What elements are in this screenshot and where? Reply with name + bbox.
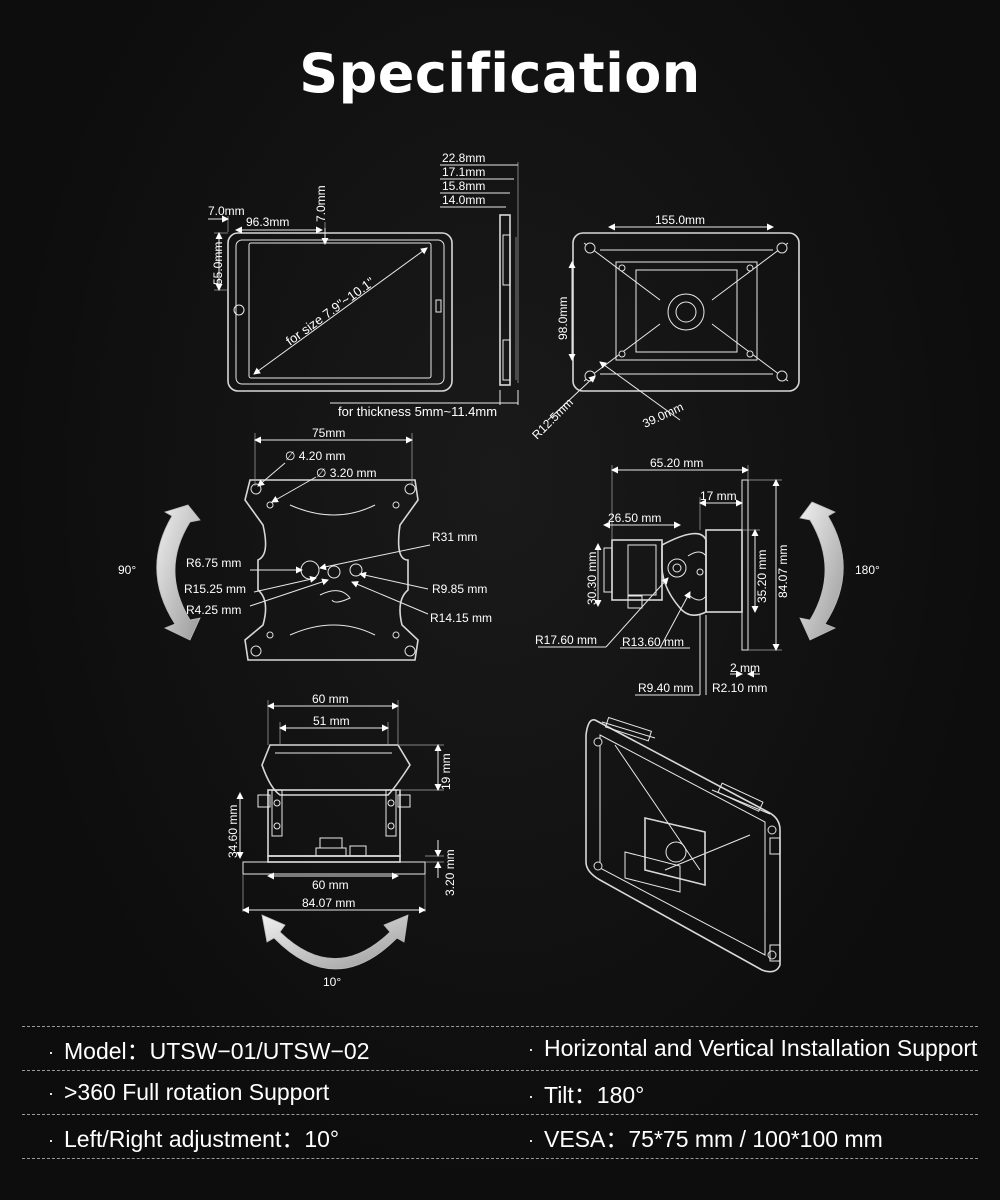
bracket-h-3-20: 3.20 mm [443,849,457,896]
spec-text: >360 Full rotation Support [64,1079,330,1105]
bracket-view: 60 mm 51 mm 19 mm 34.60 mm 3.20 mm 60 mm… [226,692,457,989]
vesa-r4-25: R4.25 mm [186,603,241,617]
spec-text: Model：UTSW−01/UTSW−02 [64,1037,370,1064]
spec-text: Left/Right adjustment：10° [64,1125,340,1152]
spec-installation: · Horizontal and Vertical Installation Su… [498,1035,978,1062]
bullet: · [528,1085,534,1106]
rotate-180-arrow [799,501,844,641]
hinge-w-65-20: 65.20 mm [650,456,703,470]
spec-row: · >360 Full rotation Support · Tilt：180° [22,1070,978,1114]
back-plate-view: 155.0mm 98.0mm R12.5mm 39.0mm [529,213,800,442]
bullet: · [48,1083,54,1104]
spec-text: Horizontal and Vertical Installation Sup… [544,1035,978,1061]
hinge-h-84-07: 84.07 mm [776,545,790,598]
vesa-hole-3-20: ∅ 3.20 mm [316,466,376,480]
page-title: Specification [299,42,701,105]
bullet: · [528,1129,534,1150]
hinge-r17-60: R17.60 mm [535,633,597,647]
back-plate-radius: R12.5mm [529,395,576,442]
tablet-top-margin: 7.0mm [314,185,328,222]
vesa-plate-view: 75mm ∅ 4.20 mm ∅ 3.20 mm R31 mm R6.75 mm… [118,426,492,661]
vesa-r14-15: R14.15 mm [430,611,492,625]
side-dim-22-8: 22.8mm [442,151,485,165]
vesa-angle: 90° [118,563,136,577]
hinge-h-35-20: 35.20 mm [755,550,769,603]
tablet-margin-width: 7.0mm [208,204,245,218]
bracket-w-60-bottom: 60 mm [312,878,349,892]
product-isometric-view [585,716,781,973]
rotate-10-arrow [261,914,409,970]
tablet-inner-width: 96.3mm [246,215,289,229]
hinge-gap-2: 2 mm [730,661,760,675]
tablet-side-dim: 55.0mm [211,242,225,285]
spec-rotation: · >360 Full rotation Support [22,1079,498,1106]
bracket-h-34-60: 34.60 mm [226,805,240,858]
vesa-r15-25: R15.25 mm [184,582,246,596]
spec-text: Tilt：180° [544,1081,645,1108]
vesa-hole-4-20: ∅ 4.20 mm [285,449,345,463]
hinge-angle: 180° [855,563,880,577]
hinge-r13-60: R13.60 mm [622,635,684,649]
side-dim-14-0: 14.0mm [442,193,485,207]
vesa-r9-85: R9.85 mm [432,582,487,596]
technical-drawing: 7.0mm 96.3mm 7.0mm 55.0mm for size 7.9"~… [118,151,880,989]
bracket-w-84-07: 84.07 mm [302,896,355,910]
hinge-w-26-50: 26.50 mm [608,511,661,525]
back-plate-width: 155.0mm [655,213,705,227]
spec-vesa: · VESA：75*75 mm / 100*100 mm [498,1120,978,1154]
bullet: · [528,1039,534,1060]
bullet: · [48,1041,54,1062]
hinge-r2-10: R2.10 mm [712,681,767,695]
spec-text: VESA：75*75 mm / 100*100 mm [544,1125,883,1152]
side-dim-15-8: 15.8mm [442,179,485,193]
hinge-r9-40: R9.40 mm [638,681,693,695]
vesa-width: 75mm [312,426,345,440]
hinge-h-30-30: 30.30 mm [585,552,599,605]
side-dim-17-1: 17.1mm [442,165,485,179]
bracket-angle: 10° [323,975,341,989]
spec-tilt: · Tilt：180° [498,1076,978,1110]
spec-row: · Model：UTSW−01/UTSW−02 · Horizontal and V… [22,1026,978,1070]
spec-model: · Model：UTSW−01/UTSW−02 [22,1032,498,1066]
bracket-h-19: 19 mm [439,753,453,790]
spec-row: · Left/Right adjustment：10° · VESA：75*75 m… [22,1114,978,1159]
tablet-diagonal-label: for size 7.9"~10.1" [283,274,378,348]
vesa-r31: R31 mm [432,530,477,544]
hinge-view: 65.20 mm 17 mm 26.50 mm 30.30 mm 35.20 m… [535,456,880,696]
thickness-label: for thickness 5mm~11.4mm [338,404,497,419]
back-plate-offset: 39.0mm [640,400,685,431]
vesa-r6-75: R6.75 mm [186,556,241,570]
spec-list: · Model：UTSW−01/UTSW−02 · Horizontal and V… [22,1026,978,1159]
bracket-w-60: 60 mm [312,692,349,706]
back-plate-height: 98.0mm [556,297,570,340]
hinge-w-17: 17 mm [700,489,737,503]
rotate-90-arrow [156,504,201,641]
spec-adjustment: · Left/Right adjustment：10° [22,1120,498,1154]
tablet-side-view: 22.8mm 17.1mm 15.8mm 14.0mm for thicknes… [330,151,519,419]
bracket-w-51: 51 mm [313,714,350,728]
bullet: · [48,1129,54,1150]
tablet-front-view: 7.0mm 96.3mm 7.0mm 55.0mm for size 7.9"~… [208,185,453,392]
